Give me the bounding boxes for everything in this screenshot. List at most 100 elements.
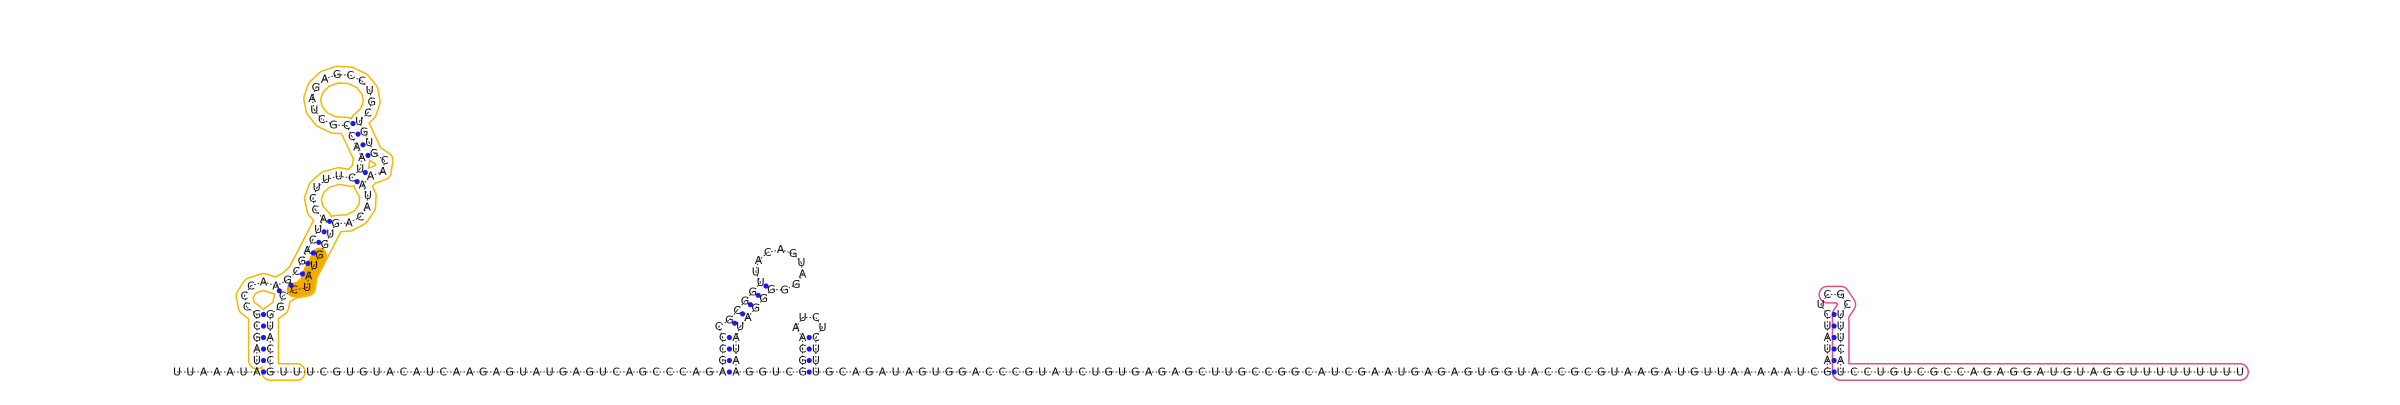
base-pair-dot bbox=[299, 271, 306, 277]
nucleotide-U: U bbox=[1823, 343, 1831, 356]
nucleotide-U: U bbox=[366, 84, 374, 97]
nucleotide-C: C bbox=[364, 106, 372, 119]
nucleotide-G: G bbox=[1464, 366, 1473, 379]
nucleotide-G: G bbox=[865, 366, 874, 379]
nucleotide-G: G bbox=[368, 95, 377, 108]
nucleotide-U: U bbox=[546, 366, 554, 379]
nucleotide-G: G bbox=[1504, 366, 1513, 379]
nucleotide-G: G bbox=[329, 118, 338, 131]
highlight-regions bbox=[235, 65, 2249, 381]
nucleotide-C: C bbox=[348, 130, 356, 143]
nucleotide-C: C bbox=[1837, 343, 1845, 356]
nucleotide-A: A bbox=[1424, 366, 1432, 379]
nucleotide-G: G bbox=[780, 284, 789, 297]
nucleotide-U: U bbox=[1610, 366, 1618, 379]
nucleotide-U: U bbox=[2169, 366, 2177, 379]
nucleotide-C: C bbox=[343, 119, 351, 132]
nucleotide-G: G bbox=[253, 308, 262, 321]
nucleotide-A: A bbox=[1784, 366, 1792, 379]
base-pair-dot bbox=[732, 320, 738, 326]
base-pair-dot bbox=[726, 369, 733, 375]
base-pair-dot bbox=[1831, 357, 1837, 364]
nucleotide-A: A bbox=[1730, 366, 1738, 379]
nucleotide-U: U bbox=[757, 276, 765, 289]
nucleotide-A: A bbox=[1744, 366, 1752, 379]
nucleotide-U: U bbox=[1065, 366, 1073, 379]
base-pair-dot bbox=[1831, 323, 1837, 329]
nucleotide-C: C bbox=[279, 289, 287, 302]
base-pair-dot bbox=[726, 357, 733, 364]
base-pair-dot bbox=[305, 260, 311, 266]
nucleotide-G: G bbox=[718, 354, 727, 367]
nucleotide-A: A bbox=[692, 366, 700, 379]
nucleotide-G: G bbox=[253, 331, 262, 344]
nucleotide-G: G bbox=[1291, 366, 1300, 379]
nucleotide-U: U bbox=[373, 366, 381, 379]
nucleotide-C: C bbox=[719, 343, 727, 356]
backbone-link bbox=[350, 74, 363, 82]
nucleotide-G: G bbox=[749, 285, 758, 298]
base-pair-dot bbox=[362, 169, 368, 176]
nucleotide-U: U bbox=[1817, 298, 1825, 311]
nucleotide-A: A bbox=[799, 331, 807, 344]
base-pair-dot bbox=[763, 283, 769, 289]
nucleotide-U: U bbox=[2156, 366, 2164, 379]
nucleotide-C: C bbox=[719, 331, 727, 344]
nucleotide-C: C bbox=[715, 320, 723, 333]
nucleotide-A: A bbox=[304, 244, 312, 257]
nucleotide-G: G bbox=[1104, 366, 1113, 379]
nucleotide-G: G bbox=[479, 366, 488, 379]
nucleotide-G: G bbox=[752, 302, 761, 315]
nucleotide-C: C bbox=[812, 331, 820, 344]
nucleotide-U: U bbox=[310, 259, 318, 272]
base-pair-dot bbox=[726, 334, 733, 341]
nucleotide-G: G bbox=[1650, 366, 1659, 379]
nucleotide-G: G bbox=[1184, 366, 1193, 379]
nucleotide-C: C bbox=[612, 366, 620, 379]
nucleotide-C: C bbox=[1810, 366, 1818, 379]
nucleotide-U: U bbox=[313, 181, 321, 194]
nucleotide-U: U bbox=[306, 366, 314, 379]
base-pair-dot bbox=[350, 120, 356, 127]
nucleotide-G: G bbox=[1025, 366, 1034, 379]
nucleotide-G: G bbox=[639, 366, 648, 379]
backbone-link bbox=[333, 124, 347, 127]
nucleotide-A: A bbox=[253, 366, 261, 379]
backbone-link bbox=[294, 287, 308, 291]
nucleotide-C: C bbox=[812, 311, 820, 324]
nucleotide-A: A bbox=[2037, 366, 2045, 379]
nucleotide-A: A bbox=[1637, 366, 1645, 379]
nucleotide-G: G bbox=[1983, 366, 1992, 379]
nucleotide-U: U bbox=[1224, 366, 1232, 379]
nucleotide-A: A bbox=[1052, 366, 1060, 379]
nucleotide-A: A bbox=[1531, 366, 1539, 379]
nucleotide-C: C bbox=[1344, 366, 1352, 379]
nucleotide-G: G bbox=[1836, 288, 1845, 301]
nucleotide-U: U bbox=[2076, 366, 2084, 379]
nucleotide-A: A bbox=[719, 366, 727, 379]
nucleotide-G: G bbox=[331, 217, 340, 230]
backbone-link bbox=[767, 249, 781, 253]
nucleotide-C: C bbox=[998, 366, 1006, 379]
base-pair-dot bbox=[740, 311, 746, 317]
backbone-link bbox=[275, 279, 288, 287]
nucleotide-C: C bbox=[1943, 366, 1951, 379]
nucleotide-G: G bbox=[312, 81, 321, 94]
nucleotide-U: U bbox=[1877, 366, 1885, 379]
nucleotide-C: C bbox=[799, 343, 807, 356]
nucleotide-U: U bbox=[239, 366, 247, 379]
nucleotide-U: U bbox=[356, 163, 364, 176]
nucleotide-U: U bbox=[1837, 331, 1845, 344]
nucleotide-U: U bbox=[812, 354, 820, 367]
nucleotide-G: G bbox=[1930, 366, 1939, 379]
nucleotide-A: A bbox=[200, 366, 208, 379]
nucleotide-U: U bbox=[1118, 366, 1126, 379]
nucleotide-G: G bbox=[798, 354, 807, 367]
base-pair-dot bbox=[360, 142, 366, 148]
nucleotide-A: A bbox=[359, 179, 367, 192]
nucleotide-A: A bbox=[732, 331, 740, 344]
nucleotide-C: C bbox=[785, 366, 793, 379]
nucleotide-U: U bbox=[346, 366, 354, 379]
nucleotide-U: U bbox=[322, 173, 330, 186]
nucleotide-A: A bbox=[1824, 331, 1832, 344]
